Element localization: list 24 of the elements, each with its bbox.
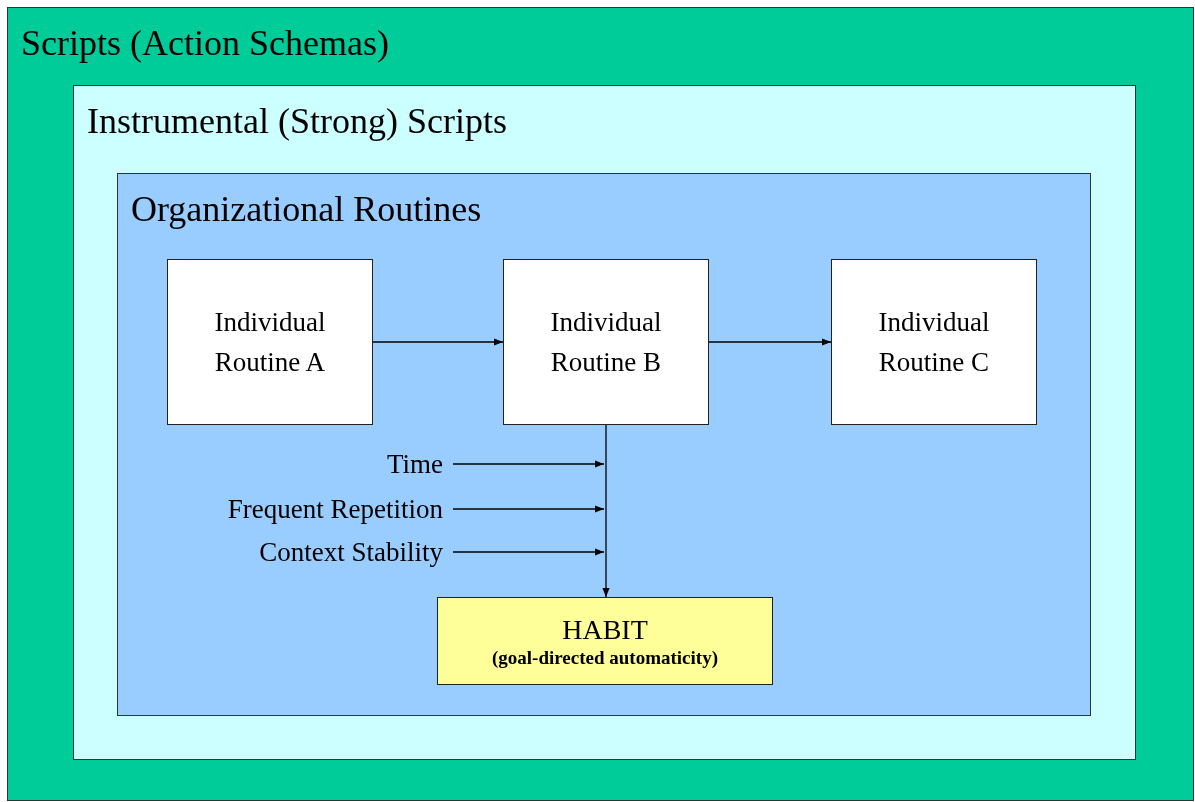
arrow [602, 424, 610, 598]
box-text: Individual Routine B [549, 306, 663, 379]
routine-box [167, 259, 373, 425]
factor-label: Context Stability [158, 536, 443, 568]
arrow [452, 505, 605, 513]
arrow [708, 338, 832, 346]
box-subtitle: (goal-directed automaticity) [492, 647, 718, 669]
factor-label: Frequent Repetition [158, 493, 443, 525]
container-panel [73, 85, 1136, 760]
box-title: HABIT [562, 613, 648, 647]
routine-box [503, 259, 709, 425]
habit-box [437, 597, 773, 685]
panel-title: Instrumental (Strong) Scripts [87, 100, 507, 142]
container-panel [7, 7, 1194, 801]
panel-title: Organizational Routines [131, 188, 482, 230]
container-panel [117, 173, 1091, 716]
panel-title: Scripts (Action Schemas) [21, 22, 389, 64]
factor-label: Time [318, 448, 443, 480]
routine-box [831, 259, 1037, 425]
box-text: Individual Routine A [213, 306, 327, 379]
box-text: Individual Routine C [877, 306, 991, 379]
arrow [452, 460, 605, 468]
arrow [372, 338, 504, 346]
arrow [452, 548, 605, 556]
